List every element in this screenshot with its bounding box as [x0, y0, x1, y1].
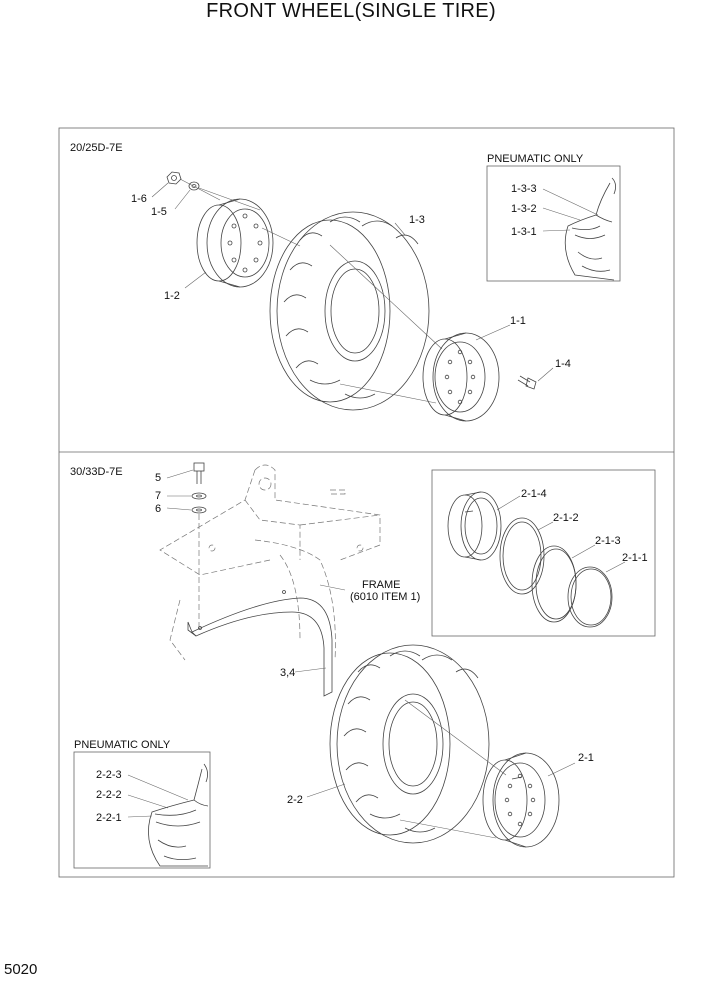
label-2-2-1: 2-2-1 [96, 812, 122, 824]
frame-outline [159, 464, 381, 661]
label-1-4: 1-4 [555, 358, 571, 370]
label-7: 7 [155, 490, 161, 502]
page-number: 5020 [4, 961, 38, 978]
bolt-5 [193, 462, 205, 484]
tire-2-2 [329, 644, 490, 844]
label-1-3-3: 1-3-3 [511, 183, 537, 195]
label-2-2-2: 2-2-2 [96, 789, 122, 801]
rim-half-1-2 [196, 198, 274, 288]
rim-half-1-1 [422, 332, 500, 422]
tube-section-top [564, 177, 616, 281]
inset-title-bottom: PNEUMATIC ONLY [74, 739, 171, 751]
label-5: 5 [155, 472, 161, 484]
label-2-1-2: 2-1-2 [553, 512, 579, 524]
washer-7 [191, 492, 207, 500]
inset-pneumatic-bottom [73, 751, 211, 869]
rim-part-2-1-2 [499, 517, 545, 595]
inset-rim-exploded [431, 469, 656, 637]
part-labels-top: 1-6 1-5 1-3 1-2 1-1 1-4 1-3-3 1-3-2 1-3-… [131, 183, 571, 370]
label-2-2-3: 2-2-3 [96, 769, 122, 781]
label-1-6: 1-6 [131, 193, 147, 205]
label-6: 6 [155, 503, 161, 515]
label-2-1: 2-1 [578, 752, 594, 764]
fender-3-4 [187, 590, 333, 697]
nut-1-6 [166, 171, 182, 185]
inset-title-top: PNEUMATIC ONLY [487, 153, 584, 165]
part-labels-bottom: 5 7 6 3,4 2-2 2-1 2-1-4 2-1-2 2-1-3 2-1-… [96, 472, 648, 824]
label-2-1-4: 2-1-4 [521, 488, 547, 500]
bolt-1-4 [517, 375, 537, 390]
frame-note-line1: FRAME [362, 579, 401, 591]
model-label-bottom: 30/33D-7E [70, 466, 123, 478]
tube-section-bottom [148, 763, 209, 867]
model-label-top: 20/25D-7E [70, 142, 123, 154]
label-1-2: 1-2 [164, 290, 180, 302]
rim-part-2-1-1 [567, 566, 613, 628]
label-1-3-2: 1-3-2 [511, 203, 537, 215]
label-1-5: 1-5 [151, 206, 167, 218]
washer-1-5 [188, 181, 200, 191]
label-1-3: 1-3 [409, 214, 425, 226]
label-2-2: 2-2 [287, 794, 303, 806]
tire-1-3 [269, 211, 430, 411]
rim-part-2-1-3 [531, 545, 577, 623]
label-2-1-3: 2-1-3 [595, 535, 621, 547]
rim-2-1 [482, 752, 560, 848]
label-3-4: 3,4 [280, 667, 295, 679]
washer-6 [191, 506, 207, 514]
page-title: FRONT WHEEL(SINGLE TIRE) [206, 0, 496, 22]
frame-note-line2: (6010 ITEM 1) [350, 591, 420, 603]
label-1-3-1: 1-3-1 [511, 226, 537, 238]
diagram-frame [58, 127, 675, 878]
label-2-1-1: 2-1-1 [622, 552, 648, 564]
label-1-1: 1-1 [510, 315, 526, 327]
rim-part-2-1-4 [447, 491, 502, 561]
inset-pneumatic-top [486, 165, 621, 282]
